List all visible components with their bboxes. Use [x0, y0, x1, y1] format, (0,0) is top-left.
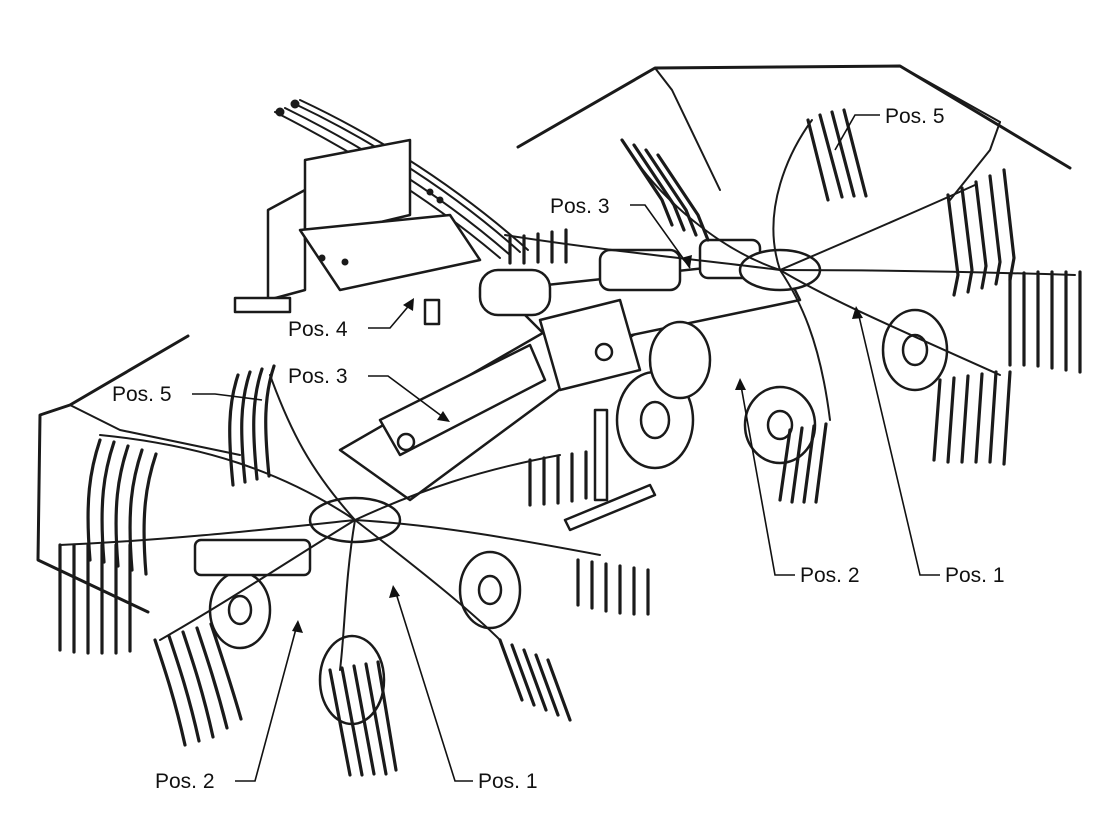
label-pos5-top: Pos. 5 [885, 105, 945, 128]
label-pos1-right: Pos. 1 [945, 564, 1005, 587]
callout-pos3-top: Pos. 3 [550, 195, 692, 269]
callout-pos1-bottom: Pos. 1 [389, 585, 538, 793]
headstock [233, 138, 482, 326]
label-pos2-bottom: Pos. 2 [155, 770, 215, 793]
callout-pos4: Pos. 4 [288, 298, 414, 341]
tine-groups-left [58, 364, 650, 777]
callout-pos1-right: Pos. 1 [852, 306, 1005, 587]
label-pos3-mid: Pos. 3 [288, 365, 348, 388]
callout-pos3-mid: Pos. 3 [288, 365, 450, 422]
callout-pos2-bottom: Pos. 2 [155, 620, 303, 793]
callout-pos2-right: Pos. 2 [735, 378, 860, 587]
main-frame-beam [338, 238, 802, 502]
label-pos2-right: Pos. 2 [800, 564, 860, 587]
callout-pos5-top: Pos. 5 [834, 105, 945, 151]
label-pos1-bottom: Pos. 1 [478, 770, 538, 793]
label-pos5-left: Pos. 5 [112, 383, 172, 406]
transport-wheels [563, 320, 712, 532]
right-rotor [504, 119, 1076, 465]
label-pos4: Pos. 4 [288, 318, 348, 341]
tine-groups-right [508, 108, 1082, 504]
label-pos3-top: Pos. 3 [550, 195, 610, 218]
right-rotor-guard-frame [516, 64, 1072, 201]
callout-pos5-left: Pos. 5 [112, 383, 263, 406]
